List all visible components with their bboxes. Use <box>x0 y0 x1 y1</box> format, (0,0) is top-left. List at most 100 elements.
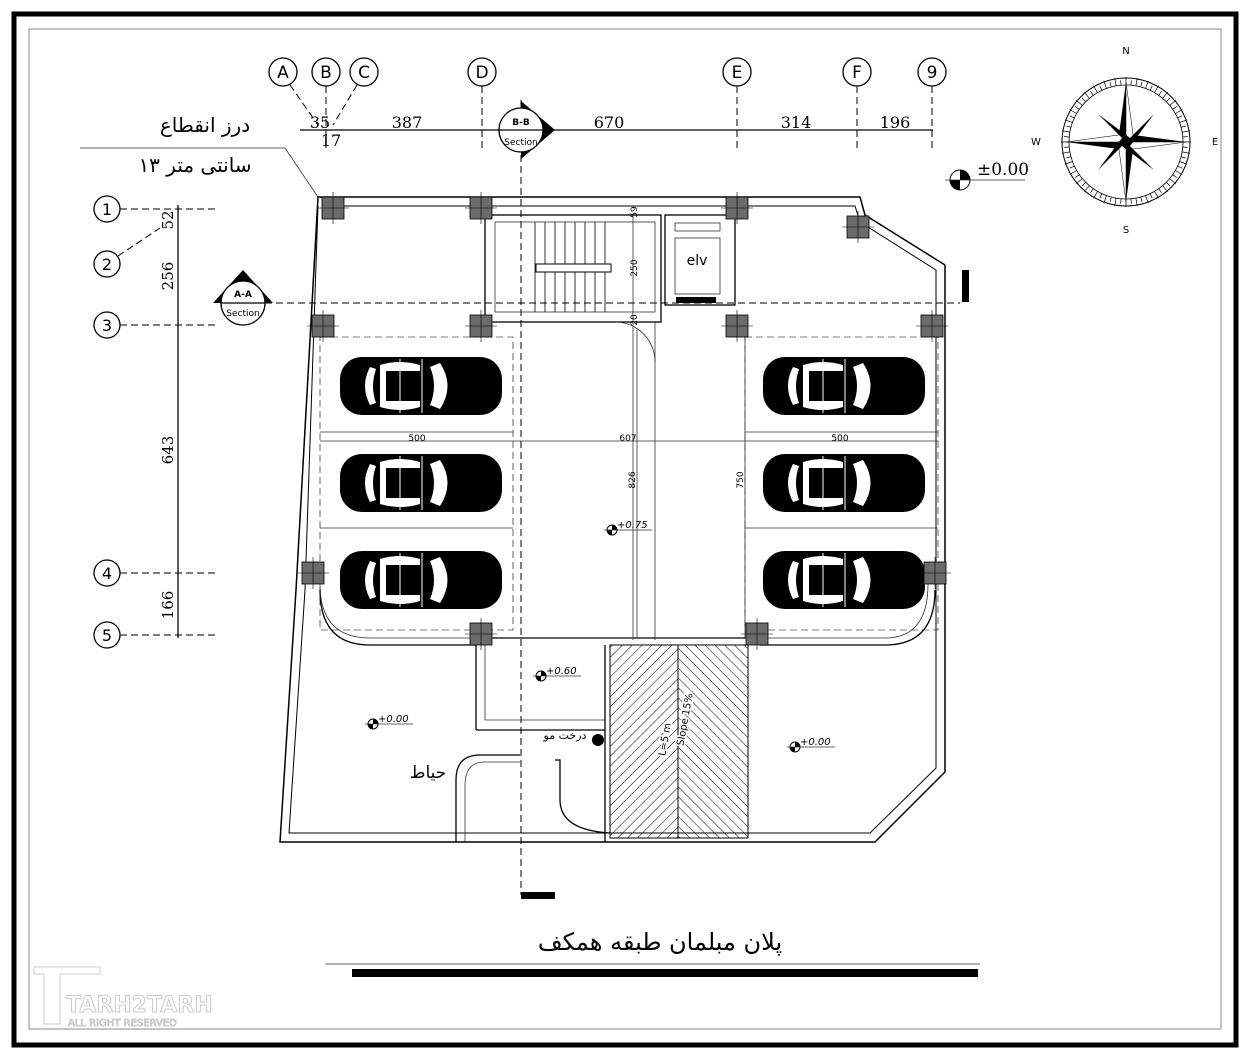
compass-tick <box>1172 106 1177 110</box>
compass-tick <box>1081 182 1086 187</box>
grid-axis-a: A <box>268 57 319 126</box>
compass-tick <box>1154 85 1159 93</box>
compass-tick <box>1180 125 1186 128</box>
svg-text:F: F <box>852 63 862 83</box>
svg-text:+0.00: +0.00 <box>800 737 831 748</box>
grid-axis-f: F <box>842 57 872 150</box>
svg-text:5: 5 <box>102 626 112 645</box>
svg-text:750: 750 <box>736 471 746 488</box>
svg-text:20: 20 <box>630 314 640 326</box>
svg-text:9: 9 <box>927 63 938 83</box>
compass-tick <box>1172 174 1177 178</box>
compass-tick <box>1061 130 1070 133</box>
compass-tick <box>1075 106 1080 110</box>
reference-level-marker: ±0.00 <box>945 160 1029 191</box>
compass-tick <box>1109 196 1112 202</box>
drawing-title: پلان مبلمان طبقه همکف <box>538 928 782 956</box>
svg-text:E: E <box>1212 137 1218 148</box>
svg-text:2: 2 <box>102 255 112 274</box>
compass-tick <box>1182 130 1191 133</box>
compass-tick <box>1075 178 1083 185</box>
car-icon <box>762 453 926 513</box>
svg-text:166: 166 <box>159 591 177 620</box>
elevator: elv <box>664 214 736 306</box>
compass-tick <box>1158 91 1162 96</box>
svg-text:4: 4 <box>102 564 112 583</box>
compass-tick <box>1179 161 1188 165</box>
svg-text:درز انقطاع: درز انقطاع <box>160 113 250 137</box>
compass-tick <box>1083 185 1090 193</box>
dim-35: 35 <box>310 113 330 132</box>
car-icon <box>339 356 503 416</box>
compass-tick <box>1162 185 1169 193</box>
svg-text:N: N <box>1122 46 1129 57</box>
compass-tick <box>1061 151 1070 154</box>
compass-tick <box>1069 115 1075 119</box>
top-grid-axes: A B C D E F 9 35 17 387 670 314 196 <box>268 57 947 150</box>
compass-tick <box>1069 170 1077 175</box>
grid-axis-e: E <box>722 57 752 150</box>
compass-tick <box>1162 91 1169 99</box>
compass-tick <box>1180 156 1186 159</box>
compass-tick <box>1140 82 1143 88</box>
compass-tick <box>1177 115 1183 119</box>
compass-tick <box>1099 193 1103 199</box>
compass-tick <box>1093 85 1098 93</box>
watermark-logo: TARH2TARH ALL RIGHT RESERVED <box>33 966 213 1030</box>
grid-axis-b: B <box>311 57 341 150</box>
compass-tick <box>1103 195 1107 204</box>
compass-tick <box>1166 182 1171 187</box>
section-marker-aa: A-A Section <box>213 270 969 326</box>
compass-rose: N S E W <box>1031 46 1218 236</box>
compass-tick <box>1135 198 1138 207</box>
compass-tick <box>1069 109 1077 114</box>
compass-tick <box>1149 193 1153 199</box>
compass-tick <box>1154 191 1159 199</box>
compass-tick <box>1090 188 1094 193</box>
dim-314: 314 <box>781 113 812 132</box>
svg-text:S: S <box>1123 225 1129 236</box>
compass-tick <box>1169 99 1177 106</box>
svg-text:256: 256 <box>159 262 177 291</box>
svg-text:607: 607 <box>619 434 636 444</box>
car-icon <box>762 356 926 416</box>
compass-tick <box>1114 198 1117 207</box>
compass-tick <box>1069 165 1075 169</box>
svg-text:3: 3 <box>102 316 112 335</box>
dim-387: 387 <box>392 113 423 132</box>
svg-text:B: B <box>320 63 332 83</box>
svg-text:500: 500 <box>408 434 425 444</box>
yard-label: حیاط <box>410 763 447 783</box>
compass-tick <box>1066 156 1072 159</box>
svg-text:+0.00: +0.00 <box>378 714 409 725</box>
outer-frame <box>11 11 1239 1048</box>
compass-tick <box>1109 82 1112 88</box>
svg-text:C: C <box>358 63 370 83</box>
svg-text:826: 826 <box>628 471 638 488</box>
compass-tick <box>1064 161 1073 165</box>
level-marker-yard-left: +0.00 <box>365 714 413 730</box>
compass-tick <box>1064 119 1073 123</box>
compass-tick <box>1075 174 1080 178</box>
dim-17: 17 <box>321 131 341 150</box>
compass-tick <box>1081 97 1086 102</box>
compass-tick <box>1083 91 1090 99</box>
svg-text:1: 1 <box>102 200 112 219</box>
elevator-label: elv <box>687 253 708 269</box>
grid-axis-c: C <box>332 57 379 126</box>
compass-tick <box>1093 191 1098 199</box>
car-icon <box>339 453 503 513</box>
compass-tick <box>1158 188 1162 193</box>
svg-text:±0.00: ±0.00 <box>977 160 1029 180</box>
svg-text:E: E <box>732 63 743 83</box>
compass-tick <box>1175 109 1183 114</box>
compass-tick <box>1066 125 1072 128</box>
car-icon <box>339 550 503 610</box>
compass-tick <box>1175 170 1183 175</box>
grid-axis-3: 3 <box>93 311 215 339</box>
drawing-title-block: پلان مبلمان طبقه همکف <box>325 928 980 977</box>
car-icon <box>762 550 926 610</box>
compass-tick <box>1177 165 1183 169</box>
svg-text:59: 59 <box>630 206 640 218</box>
